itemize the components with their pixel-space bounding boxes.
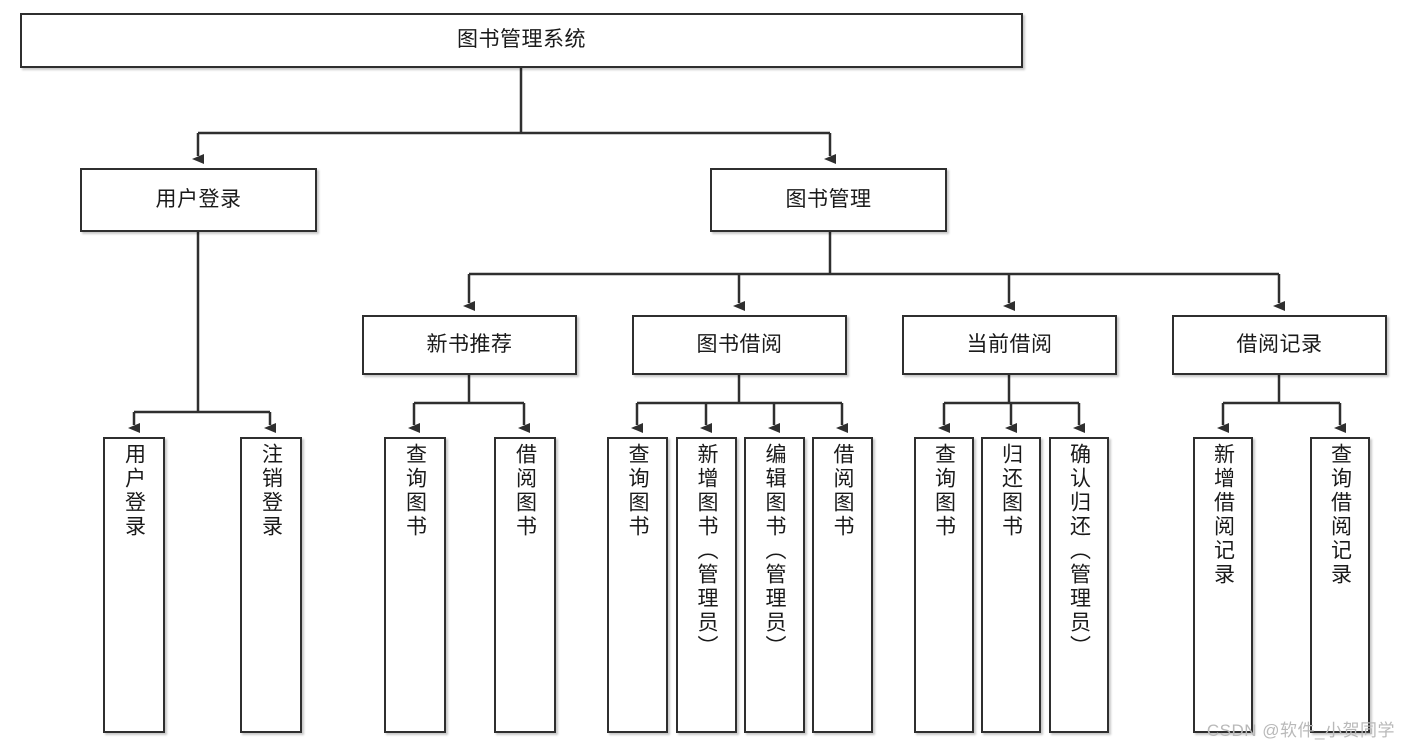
node-user-login[interactable]: 用户登录 bbox=[80, 168, 317, 232]
node-borrow-record-label: 借阅记录 bbox=[1236, 332, 1323, 356]
node-leaf-label: 查询图书 bbox=[403, 443, 427, 539]
node-borrow-record[interactable]: 借阅记录 bbox=[1172, 315, 1387, 375]
node-leaf-query-book-nb[interactable]: 查询图书 bbox=[384, 437, 446, 733]
node-leaf-label: 查询图书 bbox=[626, 443, 650, 539]
node-leaf-label: 注销登录 bbox=[259, 443, 283, 539]
node-leaf-label: 新增图书（管理员） bbox=[695, 443, 719, 659]
node-leaf-return-book[interactable]: 归还图书 bbox=[981, 437, 1041, 733]
watermark: CSDN @软件_小贺同学 bbox=[1206, 721, 1395, 740]
node-leaf-label: 用户登录 bbox=[122, 443, 146, 539]
node-leaf-label: 归还图书 bbox=[999, 443, 1023, 539]
node-leaf-logout[interactable]: 注销登录 bbox=[240, 437, 302, 733]
node-leaf-label: 新增借阅记录 bbox=[1211, 443, 1235, 587]
node-leaf-label: 确认归还（管理员） bbox=[1067, 443, 1091, 659]
node-leaf-add-book-admin[interactable]: 新增图书（管理员） bbox=[676, 437, 737, 733]
node-leaf-label: 编辑图书（管理员） bbox=[763, 443, 787, 659]
node-current-borrow-label: 当前借阅 bbox=[966, 332, 1053, 356]
node-user-login-label: 用户登录 bbox=[155, 187, 242, 211]
node-leaf-query-borrow-record[interactable]: 查询借阅记录 bbox=[1310, 437, 1370, 733]
node-leaf-borrow-book-bb[interactable]: 借阅图书 bbox=[812, 437, 873, 733]
node-leaf-query-book-bb[interactable]: 查询图书 bbox=[607, 437, 668, 733]
node-book-borrow[interactable]: 图书借阅 bbox=[632, 315, 847, 375]
node-book-manage-label: 图书管理 bbox=[785, 187, 872, 211]
node-book-borrow-label: 图书借阅 bbox=[696, 332, 783, 356]
node-leaf-label: 查询图书 bbox=[932, 443, 956, 539]
node-book-manage[interactable]: 图书管理 bbox=[710, 168, 947, 232]
node-leaf-query-book-cb[interactable]: 查询图书 bbox=[914, 437, 974, 733]
node-leaf-confirm-return-admin[interactable]: 确认归还（管理员） bbox=[1049, 437, 1109, 733]
node-new-book-recommend-label: 新书推荐 bbox=[426, 332, 513, 356]
node-current-borrow[interactable]: 当前借阅 bbox=[902, 315, 1117, 375]
node-leaf-borrow-book-nb[interactable]: 借阅图书 bbox=[494, 437, 556, 733]
node-root[interactable]: 图书管理系统 bbox=[20, 13, 1023, 68]
node-leaf-user-login[interactable]: 用户登录 bbox=[103, 437, 165, 733]
node-leaf-edit-book-admin[interactable]: 编辑图书（管理员） bbox=[744, 437, 805, 733]
node-leaf-label: 借阅图书 bbox=[831, 443, 855, 539]
node-leaf-label: 借阅图书 bbox=[513, 443, 537, 539]
node-leaf-add-borrow-record[interactable]: 新增借阅记录 bbox=[1193, 437, 1253, 733]
node-leaf-label: 查询借阅记录 bbox=[1328, 443, 1352, 587]
node-new-book-recommend[interactable]: 新书推荐 bbox=[362, 315, 577, 375]
node-root-label: 图书管理系统 bbox=[457, 28, 586, 52]
